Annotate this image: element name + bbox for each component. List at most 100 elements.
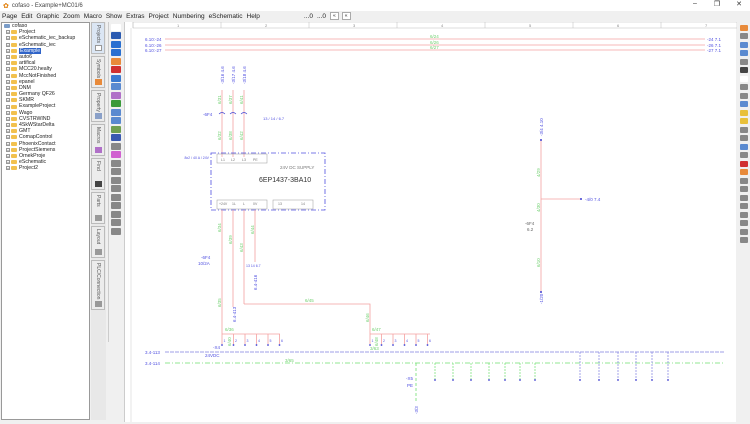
right-tool-button-11[interactable] [740,118,748,124]
tab-find[interactable]: Find [91,158,105,190]
menu-eschematic[interactable]: eSchematic [208,12,243,20]
menu-extras[interactable]: Extras [126,12,145,20]
tool-button-14[interactable] [111,142,121,150]
breaker-ref[interactable]: -3/17 4.6 [231,66,236,84]
tree-item[interactable]: +Germany QF26 [2,91,89,97]
expand-icon[interactable]: + [6,79,10,84]
right-tool-button-19[interactable] [740,186,748,192]
tree-item[interactable]: +MccNotFinished [2,73,89,79]
menu-edit[interactable]: Edit [21,12,33,20]
right-tool-button-0[interactable] [740,24,748,31]
right-tool-button-8[interactable] [740,92,748,99]
right-tool-button-21[interactable] [740,203,748,209]
expand-icon[interactable]: + [6,123,10,128]
ref-left-26[interactable]: 6.10:-26 [145,43,162,48]
tab-parts[interactable]: Parts [91,192,105,224]
terminal[interactable] [232,344,235,346]
fuse-label[interactable]: -6F4 [201,255,211,260]
tree-item[interactable]: +MCC20.healty [2,66,89,72]
menu-graphic[interactable]: Graphic [36,12,60,20]
tree-item[interactable]: +4SkWStarDelta [2,122,89,128]
tree-item[interactable]: +ProjectSiemens [2,147,89,153]
tab-symbols[interactable]: Symbols [91,56,105,88]
tree-item[interactable]: +OrnekProje [2,153,89,159]
tool-button-0[interactable] [111,23,121,31]
right-tool-button-15[interactable] [740,152,748,158]
tree-item[interactable]: +auto6 [2,54,89,60]
tool-button-7[interactable] [111,83,121,90]
right-tool-button-4[interactable] [740,58,748,65]
project-tree[interactable]: cofaso +Project+eSchematic_iec_backup+eS… [1,22,90,420]
tool-button-12[interactable] [111,125,121,133]
terminal[interactable] [369,344,371,346]
close-button[interactable]: ✕ [736,1,742,8]
tree-item[interactable]: +Project2 [2,165,89,171]
expand-icon[interactable]: + [6,160,10,165]
tree-item[interactable]: +Example [2,47,89,54]
tab-macros[interactable]: Macros [91,124,105,156]
power-supply[interactable]: 24V DC SUPPLY 6EP1437-3BA10 8x2 / 40 A /… [184,152,326,211]
expand-icon[interactable]: + [6,116,10,121]
right-tool-button-9[interactable] [740,101,748,107]
tree-item[interactable]: +Wago [2,110,89,116]
terminal[interactable] [255,344,258,346]
tab-projects[interactable]: Projects [91,22,105,54]
tree-item[interactable]: +eSchematic_iec_backup [2,35,89,41]
terminal[interactable] [380,344,383,346]
right-tool-button-24[interactable] [740,228,748,235]
expand-icon[interactable]: + [6,147,10,152]
tree-item[interactable]: +Project [2,29,89,35]
terminal[interactable] [519,379,521,381]
tree-item[interactable]: +DNM [2,85,89,91]
cross-ref[interactable]: -4/0 7.4 [585,197,601,202]
terminal[interactable] [470,379,472,381]
expand-icon[interactable]: + [6,42,10,47]
tool-button-18[interactable] [111,176,121,184]
cross-ref[interactable]: 3.4-114 [145,361,160,366]
expand-icon[interactable]: + [6,92,10,97]
terminal[interactable] [534,379,536,381]
right-tool-button-23[interactable] [740,220,748,226]
tool-button-23[interactable] [111,219,121,226]
prev-page-button[interactable]: « [330,12,339,20]
tool-button-17[interactable] [111,168,121,175]
tool-button-2[interactable] [111,40,121,48]
page-to-field[interactable]: ...0 [316,12,326,20]
terminal[interactable] [403,344,406,346]
right-tool-button-16[interactable] [740,160,748,167]
cross-ref[interactable]: -1/20 [539,293,544,304]
tree-item[interactable]: +ComapControl [2,134,89,140]
right-tool-button-6[interactable] [740,75,748,82]
terminal[interactable] [452,379,454,381]
expand-icon[interactable]: + [6,166,10,171]
tree-item[interactable]: +SKMR [2,97,89,103]
cross-ref[interactable]: -3/4 4.10 [539,118,544,136]
tree-item[interactable]: +eSchematic_iec [2,42,89,48]
terminal[interactable] [488,379,490,381]
terminal-strip-label[interactable]: -X4 [213,345,221,350]
maximize-button[interactable]: ❐ [713,1,721,8]
terminal[interactable] [267,344,269,346]
expand-icon[interactable]: + [6,55,10,60]
pe-terminal-label[interactable]: -X5 [406,376,414,381]
tool-button-8[interactable] [111,91,121,99]
tool-button-13[interactable] [111,134,121,141]
expand-icon[interactable]: + [6,129,10,134]
tool-button-24[interactable] [111,227,121,235]
breaker-label[interactable]: -6F4 [203,112,213,117]
ref-right-24[interactable]: -24 7.1 [707,37,722,42]
tree-root[interactable]: cofaso [2,23,89,29]
tab-property[interactable]: Property [91,90,105,122]
cross-ref[interactable]: -3/3 [414,406,419,414]
cross-ref[interactable]: 6.4-413 [232,306,237,322]
right-tool-button-1[interactable] [740,33,748,39]
expand-icon[interactable]: + [6,85,10,90]
tool-button-4[interactable] [111,57,121,65]
terminal[interactable] [504,379,506,381]
cross-ref[interactable]: 3.4-113 [145,350,160,355]
ref-right-27[interactable]: -27 7.1 [707,48,722,53]
right-tool-button-20[interactable] [740,194,748,201]
tree-item[interactable]: +ExampleProject [2,103,89,109]
tree-item[interactable]: +eSchematic [2,159,89,165]
